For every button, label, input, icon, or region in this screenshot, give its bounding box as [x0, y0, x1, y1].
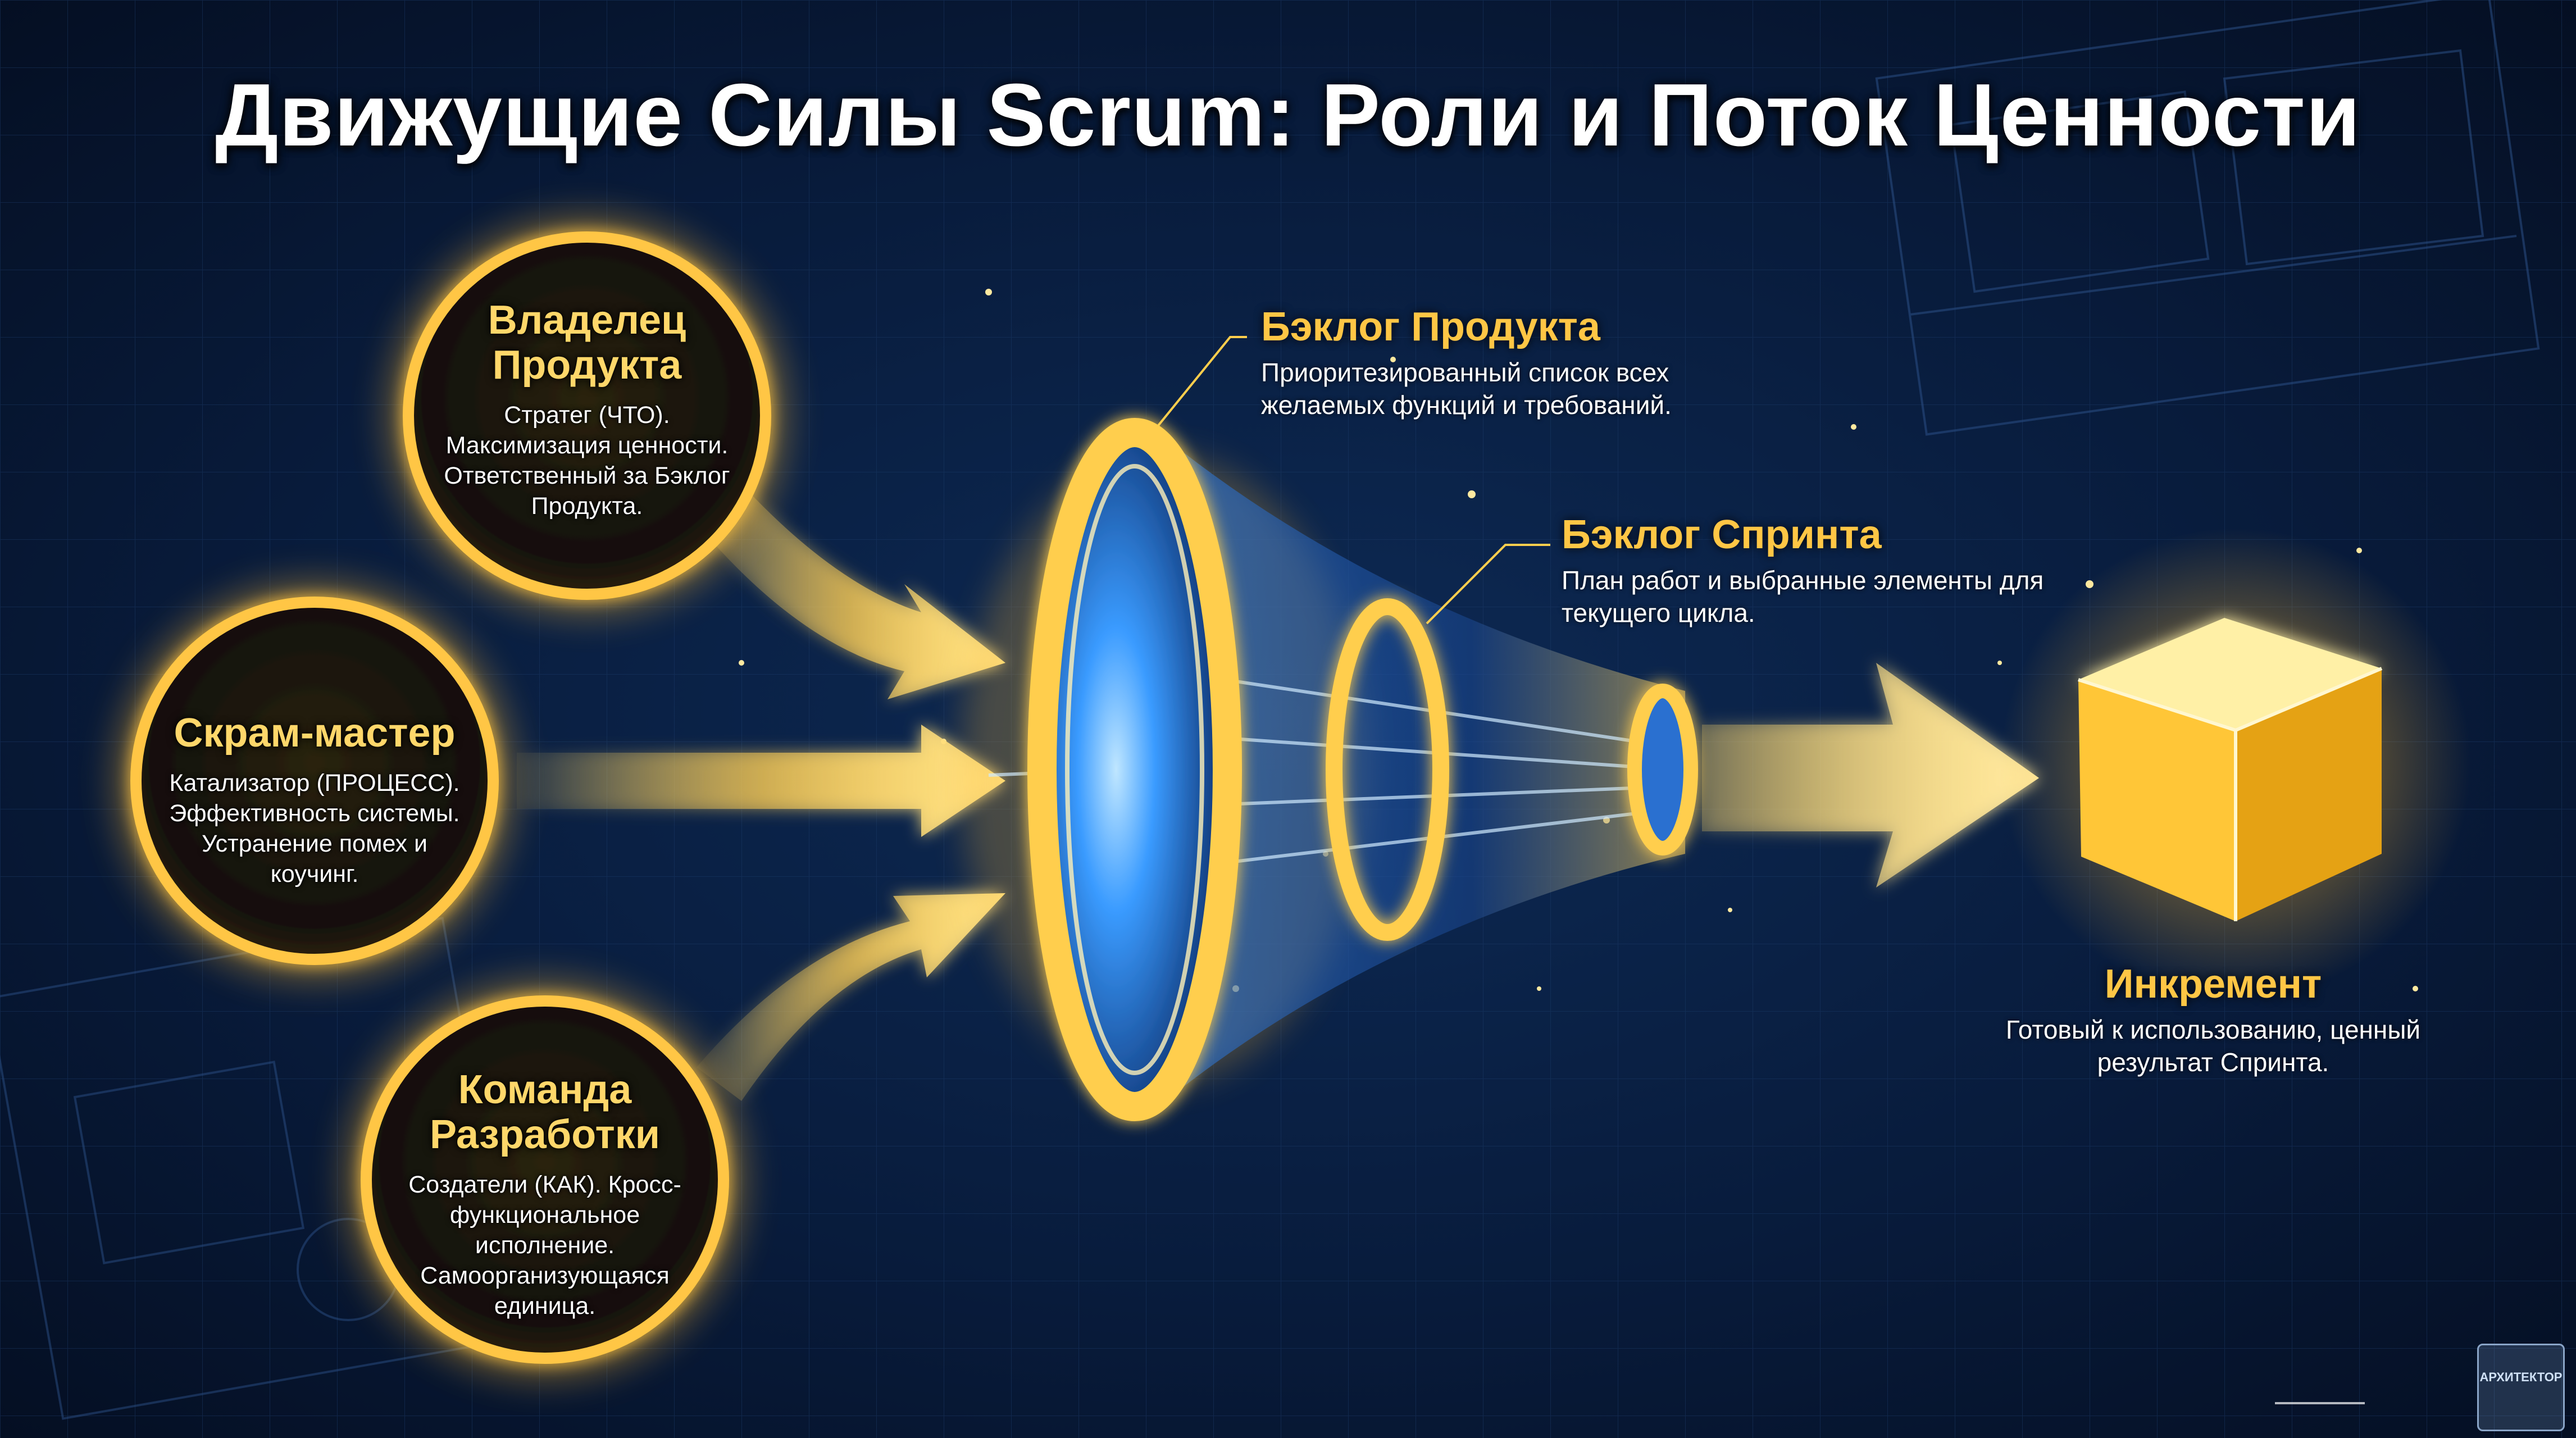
page-title: Движущие Силы Scrum: Роли и Поток Ценнос…	[215, 66, 2361, 165]
role-scrum-master-desc: Катализатор (ПРОЦЕСС). Эффективность сис…	[169, 770, 460, 888]
role-product-owner: Владелец Продукта Стратег (ЧТО). Максими…	[430, 298, 744, 521]
output-arrow-icon	[1702, 663, 2039, 888]
leader-line-sprint-backlog	[1426, 544, 1550, 625]
arrow-dev-team-icon	[697, 893, 1005, 1101]
label-sprint-backlog-desc: План работ и выбранные элементы для теку…	[1562, 566, 2044, 627]
cube-right-face	[2236, 668, 2382, 921]
input-arrows	[517, 472, 1005, 1101]
blueprint-decoration-top-right	[1875, 0, 2540, 436]
role-dev-team-desc: Создатели (КАК). Кросс-функциональное ис…	[408, 1171, 681, 1319]
arrow-scrum-master-icon	[517, 725, 1005, 837]
arrow-product-owner-icon	[691, 472, 1005, 699]
label-product-backlog-desc: Приоритезированный список всех желаемых …	[1261, 358, 1672, 420]
role-scrum-master: Скрам-мастер Катализатор (ПРОЦЕСС). Эффе…	[163, 711, 466, 889]
role-product-owner-desc: Стратег (ЧТО). Максимизация ценности. От…	[444, 402, 730, 520]
role-product-owner-name: Владелец Продукта	[488, 298, 686, 388]
funnel-icon	[961, 418, 1698, 1121]
cube-top-face	[2078, 618, 2382, 730]
funnel-end-ring	[1627, 684, 1698, 855]
watermark-logo: АРХИТЕКТОР	[2477, 1344, 2565, 1431]
role-scrum-master-name: Скрам-мастер	[174, 711, 456, 756]
label-increment-desc: Готовый к использованию, ценный результа…	[2005, 1015, 2421, 1077]
role-circle-product-owner	[385, 213, 789, 618]
cube-icon	[2000, 528, 2472, 1000]
label-sprint-backlog: Бэклог Спринта План работ и выбранные эл…	[1562, 511, 2045, 629]
label-sprint-backlog-title: Бэклог Спринта	[1562, 512, 1882, 557]
label-increment-title: Инкремент	[2104, 962, 2322, 1007]
funnel-middle-ring	[1326, 598, 1449, 941]
funnel-mouth-rim	[1027, 418, 1242, 1121]
label-product-backlog: Бэклог Продукта Приоритезированный списо…	[1261, 303, 1744, 421]
role-circle-scrum-master	[112, 579, 517, 983]
label-product-backlog-title: Бэклог Продукта	[1261, 304, 1600, 349]
role-circle-dev-team	[343, 977, 747, 1382]
watermark-text: АРХИТЕКТОР	[2479, 1370, 2563, 1384]
funnel-body	[1152, 427, 1685, 1112]
role-dev-team: Команда Разработки Создатели (КАК). Крос…	[390, 1067, 699, 1321]
role-dev-team-name: Команда Разработки	[429, 1067, 661, 1157]
label-increment: Инкремент Готовый к использованию, ценны…	[2000, 961, 2427, 1078]
cube-left-face	[2078, 680, 2236, 921]
leader-line-product-backlog	[1156, 336, 1247, 428]
